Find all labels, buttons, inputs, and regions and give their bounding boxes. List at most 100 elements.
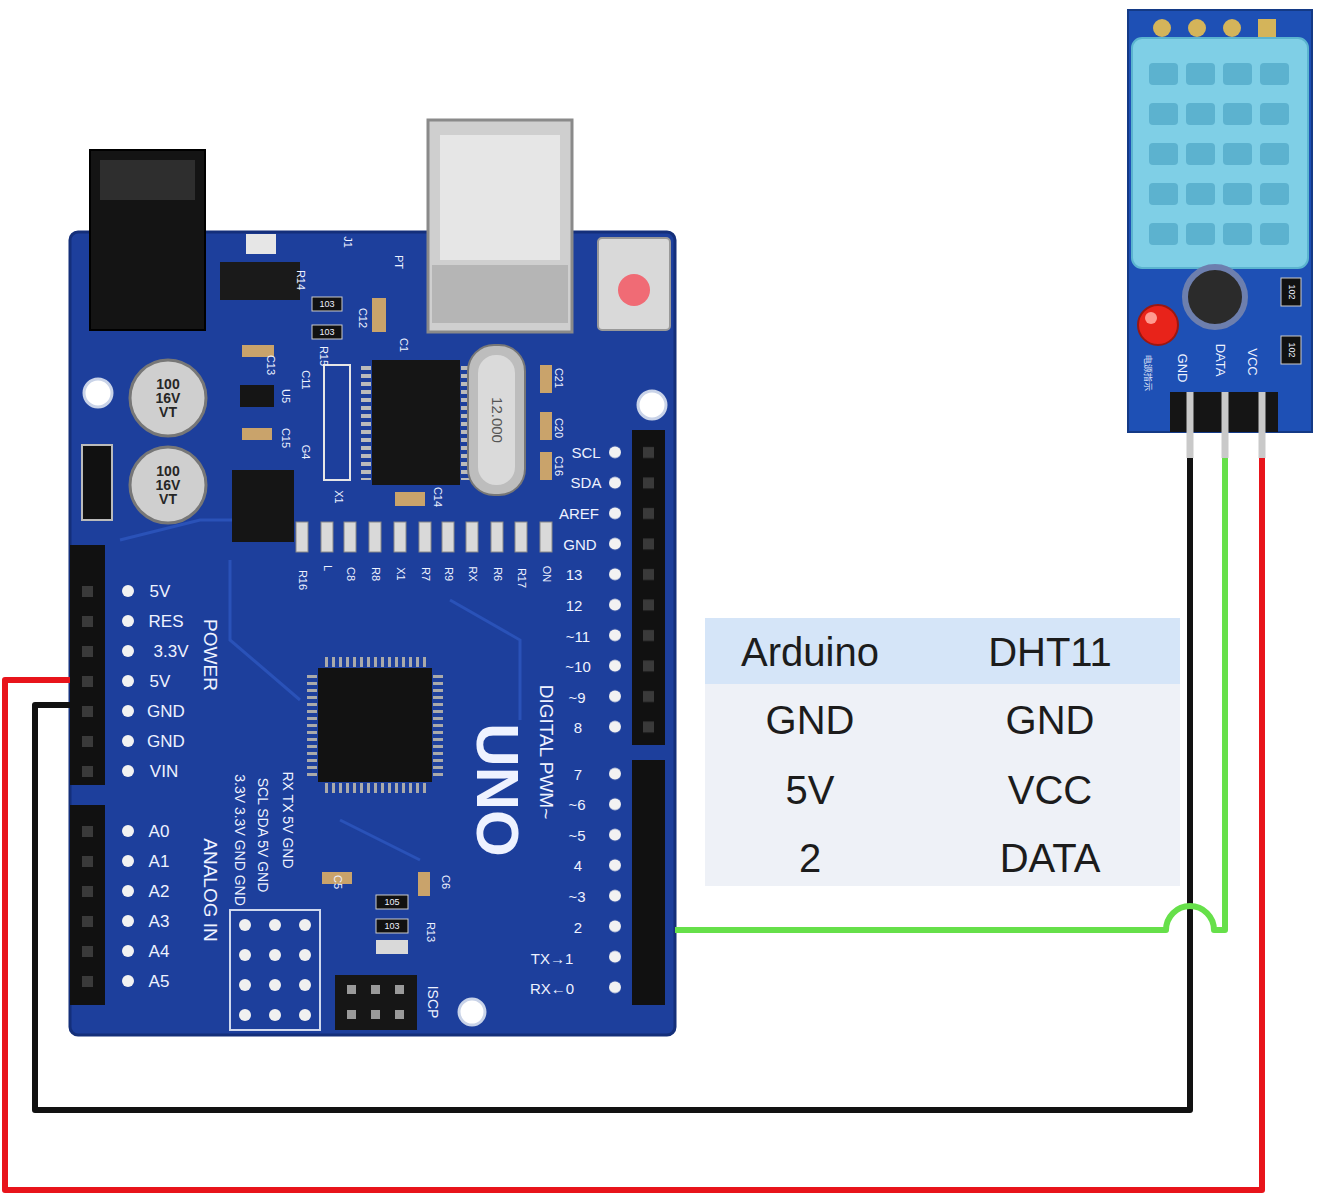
silk-label: C11 (300, 370, 311, 389)
usb-chip (372, 360, 460, 485)
pin-markers (120, 816, 136, 996)
silk-label: 100 16V VT (148, 377, 188, 419)
regulator (220, 262, 300, 300)
silk-label: VIN (150, 763, 178, 780)
silk-label: R13 (425, 922, 436, 942)
dc-jack-face (100, 160, 195, 200)
table-header (705, 618, 1180, 684)
silk-label: 103 (319, 300, 334, 309)
silk-label: C16 (553, 456, 564, 476)
pad (269, 949, 281, 961)
silk-label: ~3 (568, 889, 585, 904)
silk-label: AREF (559, 506, 599, 521)
female-header (632, 760, 665, 1005)
solder-pad (1188, 19, 1206, 37)
solder-pad (1153, 19, 1171, 37)
header-pin (1187, 392, 1194, 458)
silk-label: RX TX 5V GND (281, 772, 295, 869)
reset-button (598, 238, 670, 330)
header-holes (632, 437, 665, 742)
silk-label: C21 (553, 368, 564, 388)
chip-pins (325, 657, 428, 667)
female-header (632, 430, 665, 745)
silk-label: C1 (398, 338, 409, 352)
smd-part (515, 522, 527, 552)
chip-pins (307, 675, 317, 778)
silk-label: R8 (370, 567, 381, 581)
pin (347, 985, 356, 994)
pad (239, 1009, 251, 1021)
smd-capacitor (540, 452, 552, 480)
table-cell: VCC (1008, 770, 1092, 810)
pin (347, 1010, 356, 1019)
silk-label: 105 (384, 898, 399, 907)
silk-label: 103 (384, 922, 399, 931)
silk-label: A2 (149, 883, 170, 900)
silk-label: C8 (345, 567, 356, 581)
silk-label: R15 (318, 346, 329, 366)
smd-part (466, 522, 478, 552)
silk-label: RES (149, 613, 184, 630)
pin (371, 985, 380, 994)
chip-pins (433, 675, 443, 778)
table-cell: 2 (799, 838, 821, 878)
silk-label: TX→1 (531, 951, 574, 966)
silk-label: C5 (332, 875, 343, 889)
crystal (468, 345, 525, 495)
silk-label: 12.000 (490, 397, 505, 443)
smd-part (394, 522, 406, 552)
silk-label: 8 (574, 720, 582, 735)
silk-label: L (322, 565, 333, 571)
female-header (70, 805, 105, 1005)
silk-label: GND (1176, 354, 1189, 383)
silk-label: A4 (149, 943, 170, 960)
reset-cap (618, 274, 650, 306)
smd-capacitor (540, 412, 552, 440)
smd-capacitor (242, 428, 272, 440)
silk-label: J1 (342, 236, 353, 248)
silk-label: C6 (440, 875, 451, 889)
pin (395, 985, 404, 994)
silk-label: C13 (265, 355, 276, 375)
smd-capacitor (540, 365, 552, 393)
table-cell: Arduino (741, 632, 879, 672)
silk-label: ~11 (566, 629, 590, 644)
smd-resistor (1281, 336, 1301, 364)
silk-label: RX←0 (530, 981, 574, 996)
silk-label: GND (147, 733, 185, 750)
led-highlight (1145, 312, 1157, 324)
board-pcb (70, 232, 675, 1035)
silk-label: VCC (1246, 348, 1259, 375)
smd-part (321, 522, 333, 552)
header-pin (1259, 392, 1266, 458)
silk-label: X1 (395, 567, 406, 580)
solder-pad (1223, 19, 1241, 37)
pad (299, 919, 311, 931)
silk-label: UNO (467, 723, 527, 856)
smd-capacitor (418, 872, 430, 896)
silk-label: DIGITAL PWM~ (537, 685, 556, 820)
table-cell: 5V (786, 770, 835, 810)
microcontroller (318, 668, 432, 782)
pin-markers (607, 437, 623, 742)
table-cell: DHT11 (988, 632, 1112, 672)
silk-label: C15 (280, 428, 291, 448)
pad (299, 1009, 311, 1021)
pin (371, 1010, 380, 1019)
silk-label: C14 (432, 487, 443, 507)
silk-label: POWER (201, 619, 220, 691)
pad (239, 919, 251, 931)
silk-label: 电源指示 (1143, 355, 1152, 391)
silk-label: GND (147, 703, 185, 720)
silk-label: SCL (571, 445, 600, 460)
silk-label: C12 (357, 308, 368, 328)
electrolytic-capacitor (130, 360, 206, 436)
silk-label: 13 (566, 567, 583, 582)
silk-label: ~6 (568, 797, 585, 812)
icsp-pins (347, 985, 404, 1019)
silk-label: ON (541, 566, 552, 583)
smd-resistor (376, 919, 408, 933)
pin-markers (120, 576, 136, 786)
